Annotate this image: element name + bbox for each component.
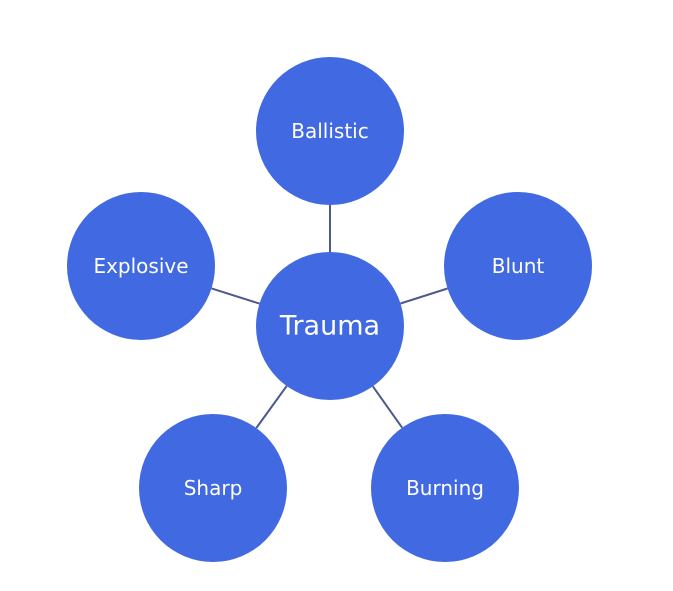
center-node-trauma: Trauma (256, 252, 404, 400)
connector-explosive (211, 287, 260, 305)
center-label: Trauma (279, 311, 380, 342)
node-circle-sharp (139, 414, 287, 562)
node-sharp: Sharp (139, 414, 287, 562)
node-blunt: Blunt (444, 192, 592, 340)
connector-sharp (255, 385, 288, 429)
node-label-explosive: Explosive (93, 254, 188, 278)
node-label-burning: Burning (406, 476, 484, 500)
connectors (211, 205, 448, 429)
node-circle-ballistic (256, 57, 404, 205)
node-explosive: Explosive (67, 192, 215, 340)
node-label-blunt: Blunt (492, 254, 545, 278)
node-circle-blunt (444, 192, 592, 340)
connector-burning (372, 385, 403, 429)
node-circle-burning (371, 414, 519, 562)
center-circle (256, 252, 404, 400)
node-circle-explosive (67, 192, 215, 340)
connector-blunt (400, 287, 448, 305)
node-label-sharp: Sharp (184, 476, 243, 500)
node-ballistic: Ballistic (256, 57, 404, 205)
node-burning: Burning (371, 414, 519, 562)
node-label-ballistic: Ballistic (291, 119, 368, 143)
